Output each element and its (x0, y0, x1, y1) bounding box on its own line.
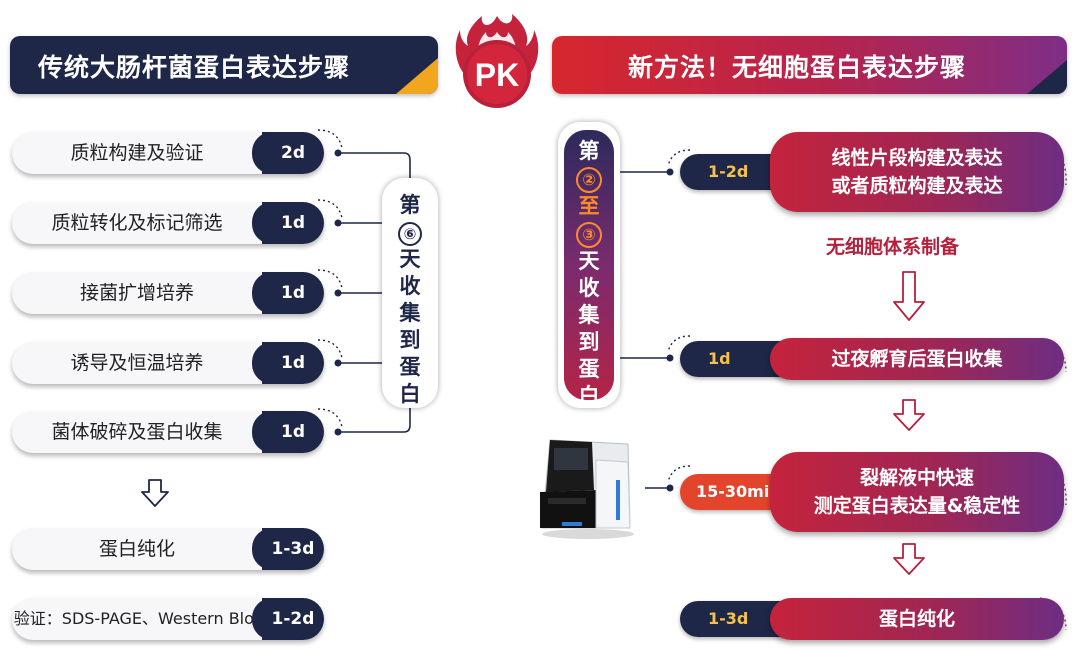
step-label: 菌体破碎及蛋白收集 (51, 421, 223, 443)
step-label: 接菌扩增培养 (79, 282, 194, 304)
pk-text: PK (475, 57, 519, 93)
vertical-char: 收 (578, 276, 600, 300)
step-transformation: 质粒转化及标记筛选 1d (12, 202, 324, 244)
step-label-line1: 裂解液中快速 (859, 467, 974, 489)
header-accent (396, 58, 438, 94)
step-label-line2: 或者质粒构建及表达 (831, 175, 1003, 197)
down-arrow-icon (893, 399, 925, 431)
step-duration: 1d (252, 411, 324, 453)
vertical-char: 集 (399, 301, 421, 325)
day-number: ③ (576, 222, 602, 248)
step-label: 质粒转化及标记筛选 (51, 212, 223, 234)
vertical-char: 收 (399, 274, 421, 298)
vertical-char: 第 (399, 193, 421, 217)
step-duration: 2d (252, 132, 324, 174)
pk-badge: PK (455, 14, 539, 108)
day-number: ⑥ (398, 222, 422, 246)
vertical-char: 白 (399, 382, 421, 406)
step-verification: 验证：SDS-PAGE、Western Blot 1-2d (12, 598, 324, 640)
step-label-line2: 测定蛋白表达量&稳定性 (813, 495, 1021, 517)
step-label-line1: 蛋白纯化 (878, 608, 955, 630)
traditional-method-title: 传统大肠杆菌蛋白表达步骤 (38, 53, 351, 82)
step-induction: 诱导及恒温培养 1d (12, 342, 324, 384)
step-label: 诱导及恒温培养 (70, 352, 204, 374)
down-arrow-icon (893, 543, 925, 575)
vertical-char: 到 (399, 328, 421, 352)
new-method-header: 新方法！无细胞蛋白表达步骤 (552, 36, 1067, 94)
step-protein-purification: 蛋白纯化 1-3d (12, 528, 324, 570)
vertical-char: 蛋 (399, 355, 421, 379)
vertical-char: 到 (578, 330, 600, 354)
step-duration: 1d (252, 272, 324, 314)
step-duration: 1d (252, 202, 324, 244)
header-accent (1027, 60, 1067, 94)
step-plasmid-construction: 质粒构建及验证 2d (12, 132, 324, 174)
step-label: 蛋白纯化 (98, 538, 175, 560)
vertical-char: 至 (578, 194, 600, 218)
step-label: 验证：SDS-PAGE、Western Blot (13, 609, 261, 628)
new-method-total-time: 第 ② 至 ③ 天 收 集 到 蛋 白 (558, 122, 620, 408)
day-number: ② (576, 167, 602, 193)
traditional-total-time: 第 ⑥ 天 收 集 到 蛋 白 (382, 178, 438, 408)
step-cell-lysis: 菌体破碎及蛋白收集 1d (12, 411, 324, 453)
down-arrow-icon (141, 479, 169, 507)
step-label-line1: 过夜孵育后蛋白收集 (831, 348, 1003, 370)
step-duration: 1-2d (252, 598, 324, 640)
step-duration: 1-3d (252, 528, 324, 570)
traditional-method-header: 传统大肠杆菌蛋白表达步骤 (10, 36, 438, 94)
cell-free-system-preparation: 无细胞体系制备 (826, 236, 960, 258)
lab-instrument-icon (540, 439, 634, 539)
vertical-char: 蛋 (578, 357, 600, 381)
step-culture-expansion: 接菌扩增培养 1d (12, 272, 324, 314)
down-arrow-icon (893, 271, 925, 321)
vertical-char: 白 (578, 384, 600, 408)
vertical-char: 天 (399, 247, 421, 271)
step-duration: 1d (252, 342, 324, 384)
new-method-title: 新方法！无细胞蛋白表达步骤 (628, 53, 967, 82)
vertical-char: 天 (578, 249, 600, 273)
vertical-char: 集 (578, 303, 600, 327)
step-label: 质粒构建及验证 (70, 142, 204, 164)
step-label-line1: 线性片段构建及表达 (831, 147, 1003, 169)
vertical-char: 第 (578, 139, 600, 163)
